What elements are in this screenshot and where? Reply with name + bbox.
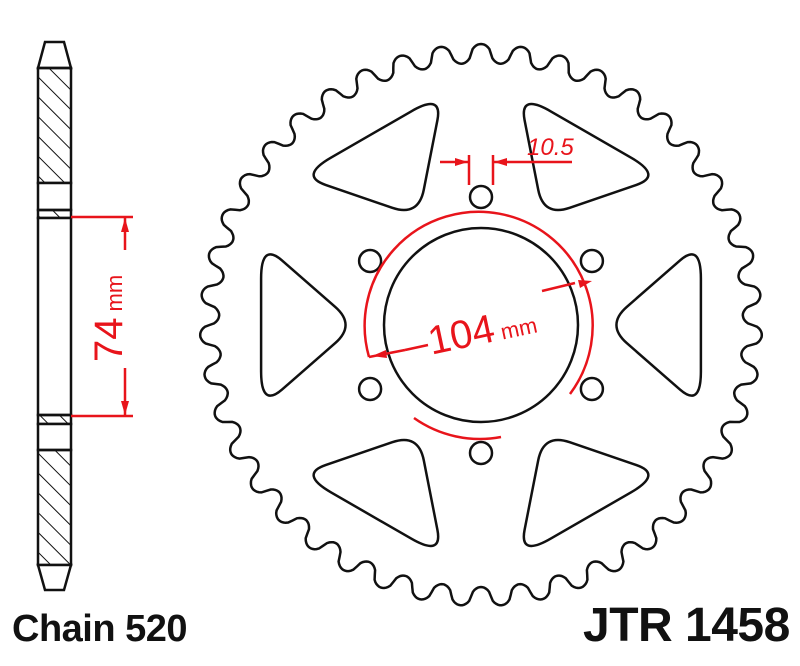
bolt-holes <box>357 184 605 466</box>
svg-text:104mm: 104mm <box>424 298 540 364</box>
bolt-hole-value: 10.5 <box>527 134 574 161</box>
bolt-hole <box>357 248 383 274</box>
chain-size-label: Chain 520 <box>12 608 188 650</box>
bolt-hole <box>468 184 494 210</box>
offset-dimension: 74 mm <box>71 215 133 418</box>
cutout <box>522 102 650 212</box>
cutout <box>312 438 440 548</box>
bolt-hole <box>357 376 383 402</box>
bolt-hole-dimension: 10.5 <box>440 134 574 185</box>
part-number-label: JTR 1458 <box>583 599 790 652</box>
svg-text:74mm: 74 mm <box>87 275 131 362</box>
cutout <box>312 102 440 212</box>
bolt-hole <box>579 376 605 402</box>
offset-value: 74 <box>87 318 131 363</box>
cutout <box>522 438 650 548</box>
offset-unit: mm <box>102 275 127 312</box>
sprocket-teeth-outline <box>198 42 764 607</box>
cutout <box>615 253 703 397</box>
cutout <box>259 253 347 397</box>
bolt-circle-unit: mm <box>498 312 539 344</box>
bolt-hole <box>468 440 494 466</box>
center-bore <box>382 226 580 424</box>
bolt-hole <box>579 248 605 274</box>
bolt-circle-dimension: 104mm <box>363 210 594 441</box>
lightening-cutouts <box>259 102 703 548</box>
side-profile <box>36 40 73 592</box>
bolt-circle-value: 104 <box>424 307 498 364</box>
